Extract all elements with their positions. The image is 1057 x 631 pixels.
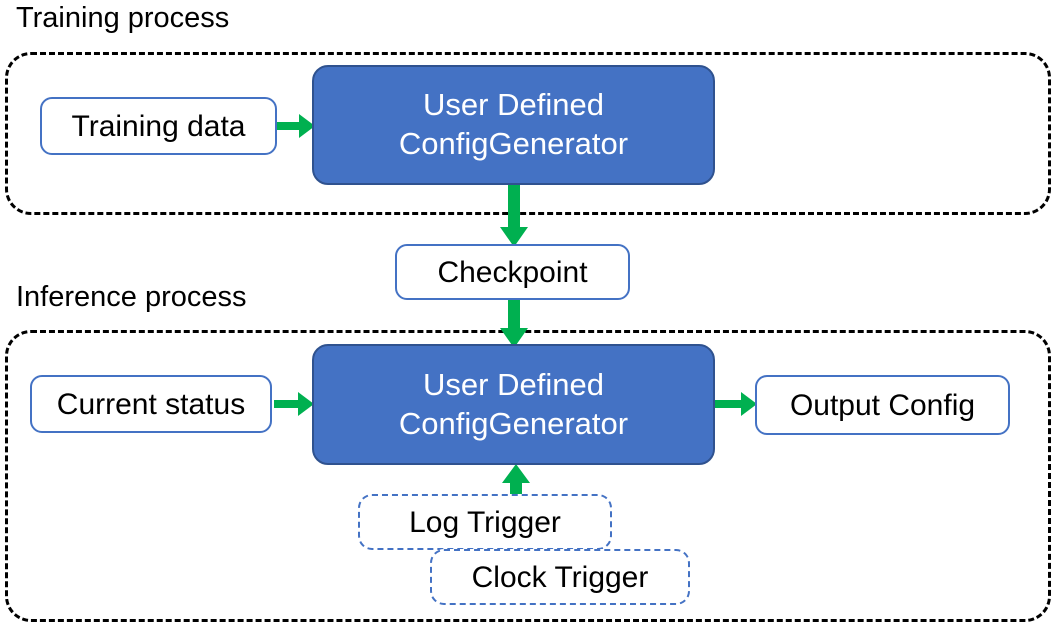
arrow-checkpoint-to-generator xyxy=(498,298,530,350)
node-output-config[interactable]: Output Config xyxy=(755,375,1010,435)
node-checkpoint[interactable]: Checkpoint xyxy=(395,244,630,300)
generator-training-line2: ConfigGenerator xyxy=(398,126,629,161)
node-training-data[interactable]: Training data xyxy=(40,97,277,155)
generator-training-line1: User Defined xyxy=(423,87,604,123)
arrow-training-data-to-generator xyxy=(277,110,317,142)
arrow-generator-to-checkpoint xyxy=(498,183,530,249)
node-log-trigger[interactable]: Log Trigger xyxy=(358,494,612,550)
generator-inference-line2: ConfigGenerator xyxy=(398,405,629,441)
node-generator-training[interactable]: User Defined ConfigGenerator xyxy=(312,65,715,185)
inference-process-container xyxy=(5,330,1051,622)
node-current-status[interactable]: Current status xyxy=(30,375,272,433)
arrow-current-status-to-generator xyxy=(274,388,316,420)
generator-inference-line1: User Defined xyxy=(423,366,604,402)
arrow-log-trigger-to-generator xyxy=(500,464,532,500)
inference-process-label: Inference process xyxy=(16,281,247,313)
node-clock-trigger[interactable]: Clock Trigger xyxy=(430,549,690,605)
node-generator-inference[interactable]: User Defined ConfigGenerator xyxy=(312,344,715,465)
training-process-container xyxy=(5,52,1051,215)
arrow-generator-to-output-config xyxy=(715,388,759,420)
training-process-label: Training process xyxy=(16,2,230,34)
